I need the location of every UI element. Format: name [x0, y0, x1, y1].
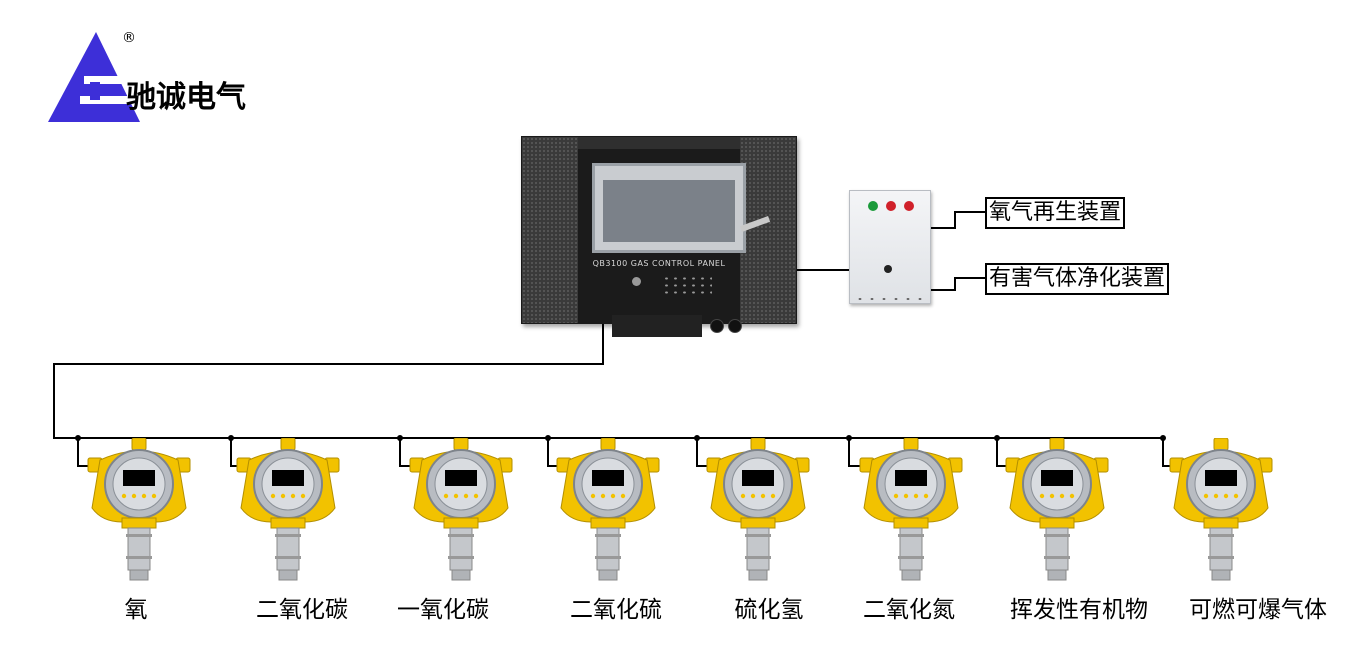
- speaker-grille-left: [522, 137, 578, 323]
- sensor-gas-name: 硫化氢: [734, 597, 804, 623]
- red-lamp-icon: [904, 201, 914, 211]
- output-wire-2: [929, 277, 985, 291]
- sensor-drop-wire: [696, 438, 711, 467]
- gas-detector: [858, 438, 964, 583]
- junction-node: [545, 435, 551, 441]
- green-lamp-icon: [868, 201, 878, 211]
- gas-detector-icon: [236, 438, 340, 581]
- sensor-gas-name: 二氧化碳: [256, 597, 348, 623]
- brand-name: 驰诚电气: [126, 80, 246, 115]
- cable-glands: [854, 295, 926, 303]
- panel-keypad: [662, 275, 712, 295]
- panel-touchscreen: [592, 163, 746, 253]
- output-wire-1: [929, 211, 985, 229]
- cable-port: [710, 319, 724, 333]
- speaker-grille-right: [740, 137, 796, 323]
- gas-detector: [1004, 438, 1110, 583]
- gas-detector: [235, 438, 341, 583]
- selector-knob-icon: [884, 265, 892, 273]
- gas-detector-icon: [706, 438, 810, 581]
- panel-knob: [632, 277, 641, 286]
- junction-node: [228, 435, 234, 441]
- gas-detector-icon: [87, 438, 191, 581]
- junction-node: [75, 435, 81, 441]
- gas-detector: [86, 438, 192, 583]
- gas-detector: [555, 438, 661, 583]
- junction-node: [1160, 435, 1166, 441]
- gas-detector-icon: [1169, 438, 1273, 581]
- red-lamp-icon: [886, 201, 896, 211]
- gas-detector-icon: [859, 438, 963, 581]
- junction-node: [397, 435, 403, 441]
- gas-detector-icon: [409, 438, 513, 581]
- gas-control-panel: QB3100 GAS CONTROL PANEL: [521, 136, 797, 337]
- sensor-gas-name: 二氧化氮: [863, 597, 955, 623]
- sensor-drop-wire: [399, 438, 414, 467]
- output-label-gas-purifier: 有害气体净化装置: [985, 263, 1170, 295]
- sensor-drop-wire: [77, 438, 92, 467]
- junction-node: [694, 435, 700, 441]
- gas-detector: [705, 438, 811, 583]
- output-label-oxygen-regenerator: 氧气再生装置: [985, 197, 1126, 229]
- sensor-gas-name: 挥发性有机物: [1010, 597, 1148, 623]
- panel-connector-base: [612, 315, 702, 337]
- sensor-drop-wire: [848, 438, 864, 467]
- gas-detector: [408, 438, 514, 583]
- panel-model-label: QB3100 GAS CONTROL PANEL: [592, 259, 726, 268]
- linkage-control-box: [849, 190, 931, 304]
- registered-mark: ®: [122, 30, 136, 46]
- sensor-gas-name: 可燃可爆气体: [1189, 597, 1327, 623]
- junction-node: [994, 435, 1000, 441]
- logo-triangle-icon: [48, 32, 140, 122]
- bus-wire: [53, 322, 1163, 439]
- gas-detector-icon: [1005, 438, 1109, 581]
- sensor-gas-name: 二氧化硫: [570, 597, 662, 623]
- cable-port: [728, 319, 742, 333]
- junction-node: [846, 435, 852, 441]
- company-logo: ® 驰诚电气: [44, 30, 304, 125]
- gas-detector-icon: [556, 438, 660, 581]
- sensor-gas-name: 氧: [124, 597, 148, 623]
- sensor-gas-name: 一氧化碳: [397, 597, 489, 623]
- gas-detector: [1168, 438, 1274, 583]
